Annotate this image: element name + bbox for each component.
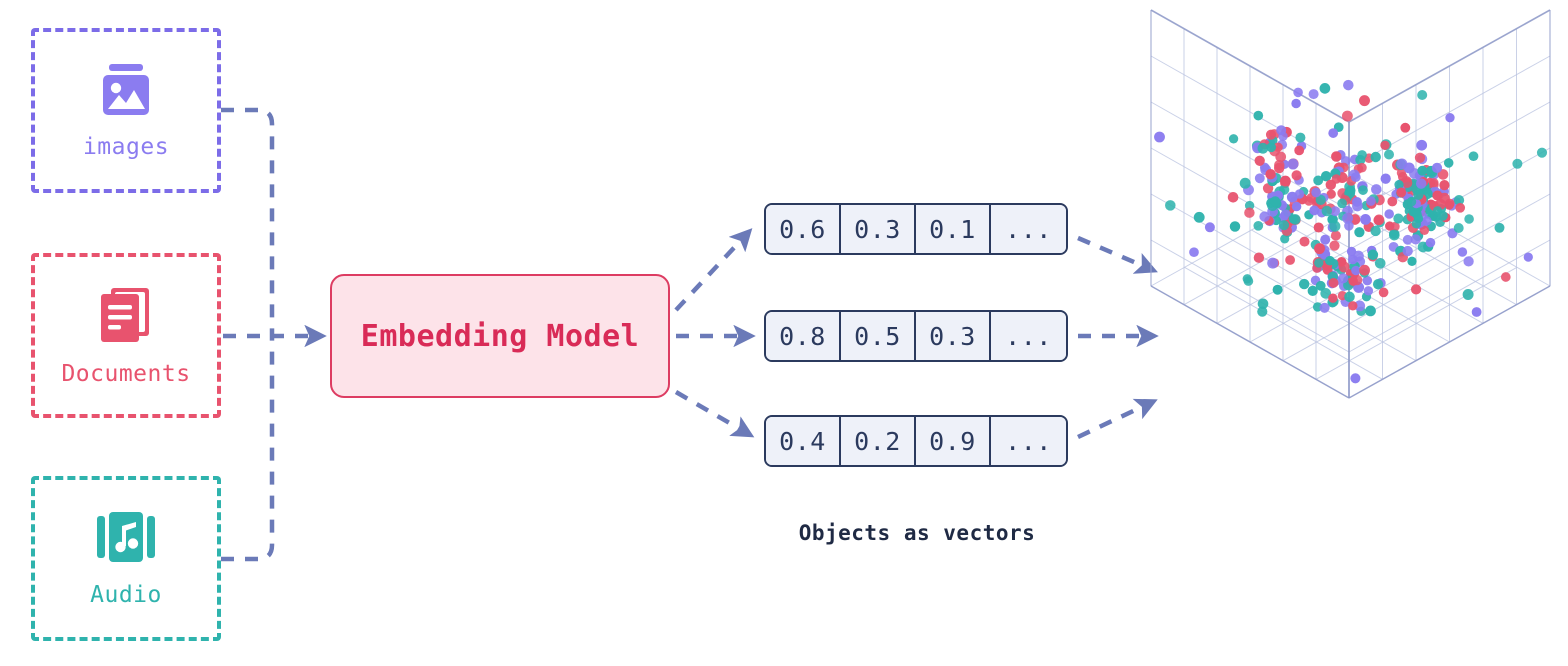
vector-cell: 0.5 (841, 312, 916, 360)
cube-points (1154, 79, 1548, 384)
vector-cell-ellipsis: ... (991, 312, 1066, 360)
source-box-audio[interactable]: Audio (31, 476, 221, 641)
vector-cell: 0.3 (916, 312, 991, 360)
vector-row: 0.6 0.3 0.1 ... (764, 203, 1068, 255)
image-icon (96, 62, 156, 120)
vector-cell: 0.8 (766, 312, 841, 360)
arrow-model-to-vector-3 (674, 390, 755, 438)
vector-cell: 0.4 (766, 417, 841, 465)
arrow-model-to-vector-1 (674, 228, 753, 312)
arrow-audio-to-model (221, 336, 275, 562)
embedding-model-label: Embedding Model (360, 318, 640, 354)
documents-icon (95, 285, 157, 347)
source-label-documents: Documents (61, 360, 191, 387)
vector-cell: 0.2 (841, 417, 916, 465)
source-label-images: images (82, 133, 170, 160)
vector-cell: 0.6 (766, 205, 841, 253)
arrow-images-to-model (221, 107, 275, 336)
vector-cell: 0.9 (916, 417, 991, 465)
source-box-documents[interactable]: Documents (31, 253, 221, 418)
vector-cell-ellipsis: ... (991, 417, 1066, 465)
cube-grid (1150, 9, 1551, 399)
vector-cell-ellipsis: ... (991, 205, 1066, 253)
arrow-vector-3-to-space (1077, 398, 1158, 440)
vectors-caption: Objects as vectors (798, 521, 1036, 545)
source-box-images[interactable]: images (31, 28, 221, 193)
embedding-model-box[interactable]: Embedding Model (330, 274, 670, 398)
audio-icon (95, 510, 157, 568)
source-label-audio: Audio (90, 581, 162, 608)
vector-row: 0.4 0.2 0.9 ... (764, 415, 1068, 467)
vector-row: 0.8 0.5 0.3 ... (764, 310, 1068, 362)
vector-cell: 0.3 (841, 205, 916, 253)
vector-cell: 0.1 (916, 205, 991, 253)
arrow-vector-1-to-space (1077, 235, 1158, 274)
